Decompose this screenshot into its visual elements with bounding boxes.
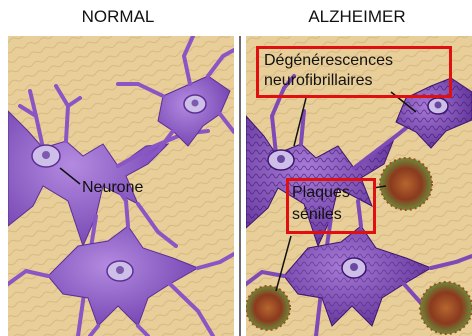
senile-plaque-lower-right (420, 282, 472, 334)
normal-panel: Neurone (8, 36, 234, 336)
plaques-label-line1: Plaques (292, 183, 350, 202)
alzheimer-panel-title: ALZHEIMER (242, 6, 472, 28)
neurone-label: Neurone (82, 178, 143, 197)
alzheimer-panel: Dégénérescences neurofibrillaires Plaque… (246, 36, 472, 336)
senile-plaque-lower-left (246, 286, 290, 330)
tangles-label-line1: Dégénérescences (264, 51, 393, 70)
normal-panel-title: NORMAL (0, 6, 236, 28)
panel-divider (237, 36, 243, 336)
senile-plaque-upper (380, 158, 432, 210)
plaques-label-line2: séniles (292, 205, 342, 224)
tangles-label-line2: neurofibrillaires (264, 71, 373, 90)
